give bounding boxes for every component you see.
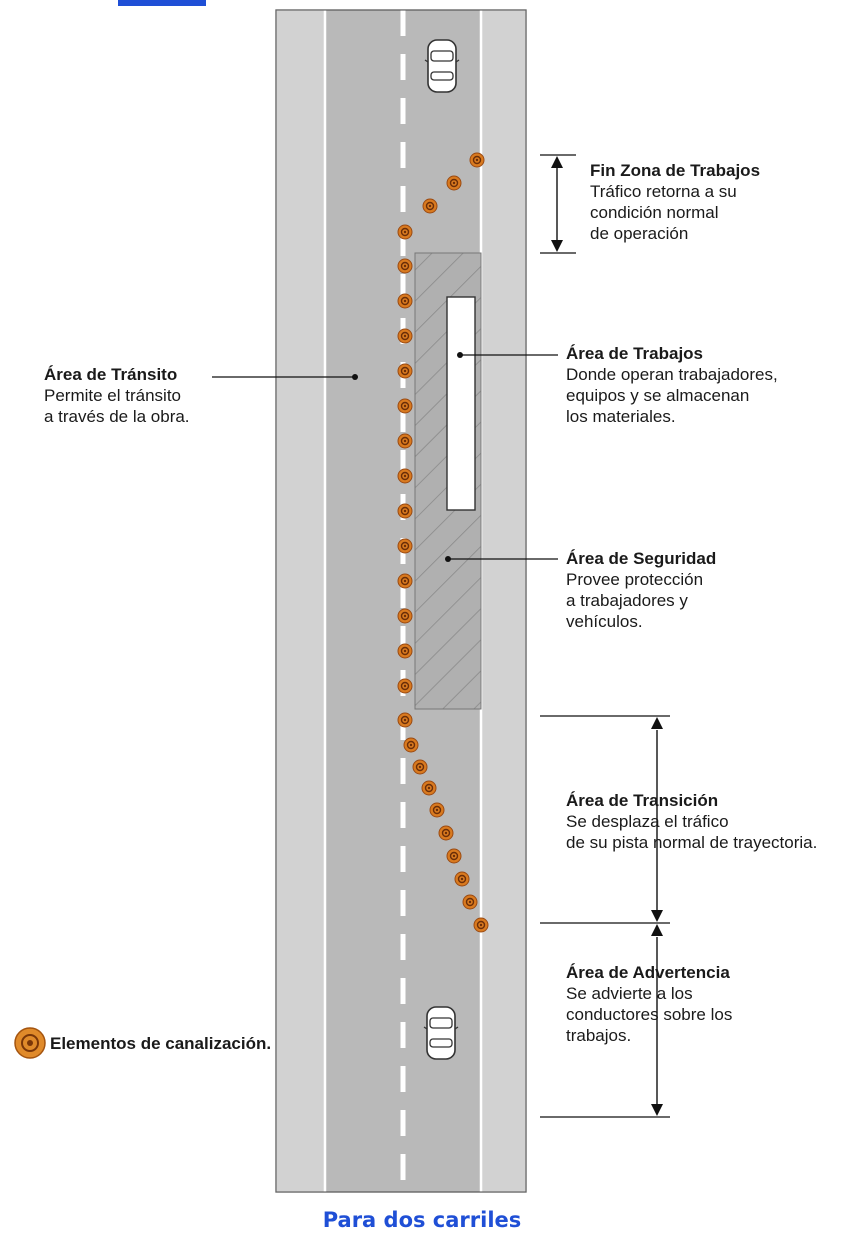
traffic-cone-icon	[397, 293, 413, 309]
traffic-cone-icon	[397, 363, 413, 379]
traffic-cone-icon	[397, 468, 413, 484]
traffic-cone-icon	[446, 175, 462, 191]
traffic-cone-icon	[397, 643, 413, 659]
traffic-cone-icon	[422, 198, 438, 214]
label-area-transicion-title: Área de Transición	[566, 791, 719, 810]
label-area-trabajos-line: los materiales.	[566, 407, 676, 426]
car-bottom	[423, 1006, 459, 1060]
traffic-cone-icon	[397, 538, 413, 554]
dimension-fin-zona	[540, 154, 576, 254]
traffic-cone-icon	[412, 759, 428, 775]
label-area-trabajos: Área de Trabajos Donde operan trabajador…	[566, 343, 778, 427]
traffic-cone-icon	[438, 825, 454, 841]
label-area-transicion-line: de su pista normal de trayectoria.	[566, 833, 818, 852]
traffic-cone-icon	[454, 871, 470, 887]
label-area-transito-line: Permite el tránsito	[44, 386, 181, 405]
traffic-cone-icon	[397, 224, 413, 240]
traffic-cone-icon	[397, 258, 413, 274]
left-shoulder	[276, 10, 324, 1192]
caption: Para dos carriles	[322, 1208, 522, 1232]
label-fin-zona: Fin Zona de Trabajos Tráfico retorna a s…	[590, 160, 760, 244]
label-area-trabajos-line: equipos y se almacenan	[566, 386, 750, 405]
label-area-transicion: Área de Transición Se desplaza el tráfic…	[566, 790, 817, 853]
label-area-trabajos-title: Área de Trabajos	[566, 344, 704, 363]
label-area-transito-line: a través de la obra.	[44, 407, 190, 426]
label-area-advertencia: Área de Advertencia Se advierte a los co…	[566, 962, 732, 1046]
label-area-transito-title: Área de Tránsito	[44, 365, 178, 384]
legend-cone-icon	[14, 1027, 46, 1059]
traffic-cone-icon	[403, 737, 419, 753]
traffic-cone-icon	[397, 503, 413, 519]
label-area-advertencia-line: trabajos.	[566, 1026, 632, 1045]
label-fin-zona-line: condición normal	[590, 203, 719, 222]
label-area-trabajos-line: Donde operan trabajadores,	[566, 365, 778, 384]
label-area-seguridad-title: Área de Seguridad	[566, 549, 717, 568]
label-area-transicion-line: Se desplaza el tráfico	[566, 812, 729, 831]
label-area-seguridad-line: a trabajadores y	[566, 591, 688, 610]
label-area-advertencia-line: Se advierte a los	[566, 984, 693, 1003]
traffic-cone-icon	[462, 894, 478, 910]
label-area-advertencia-title: Área de Advertencia	[566, 963, 730, 982]
label-area-seguridad: Área de Seguridad Provee protección a tr…	[566, 548, 716, 632]
label-fin-zona-title: Fin Zona de Trabajos	[590, 161, 761, 180]
legend-label: Elementos de canalización.	[50, 1034, 272, 1053]
traffic-cone-icon	[469, 152, 485, 168]
traffic-cone-icon	[397, 433, 413, 449]
right-shoulder	[482, 10, 526, 1192]
top-link-bar	[118, 0, 206, 6]
car-top	[424, 39, 460, 93]
traffic-cone-icon	[446, 848, 462, 864]
traffic-cone-icon	[421, 780, 437, 796]
traffic-cone-icon	[397, 608, 413, 624]
label-area-seguridad-line: Provee protección	[566, 570, 704, 589]
dimension-transicion-advertencia	[540, 715, 670, 1118]
label-fin-zona-line: de operación	[590, 224, 689, 243]
traffic-cone-icon	[397, 573, 413, 589]
traffic-cone-icon	[397, 712, 413, 728]
traffic-cone-icon	[397, 398, 413, 414]
label-area-seguridad-line: vehículos.	[566, 612, 643, 631]
traffic-cone-icon	[397, 678, 413, 694]
traffic-cone-icon	[473, 917, 489, 933]
label-area-transito: Área de Tránsito Permite el tránsito a t…	[44, 364, 190, 427]
work-area	[446, 296, 476, 511]
label-fin-zona-line: Tráfico retorna a su	[590, 182, 737, 201]
traffic-cone-icon	[397, 328, 413, 344]
traffic-cone-icon	[429, 802, 445, 818]
label-area-advertencia-line: conductores sobre los	[566, 1005, 733, 1024]
